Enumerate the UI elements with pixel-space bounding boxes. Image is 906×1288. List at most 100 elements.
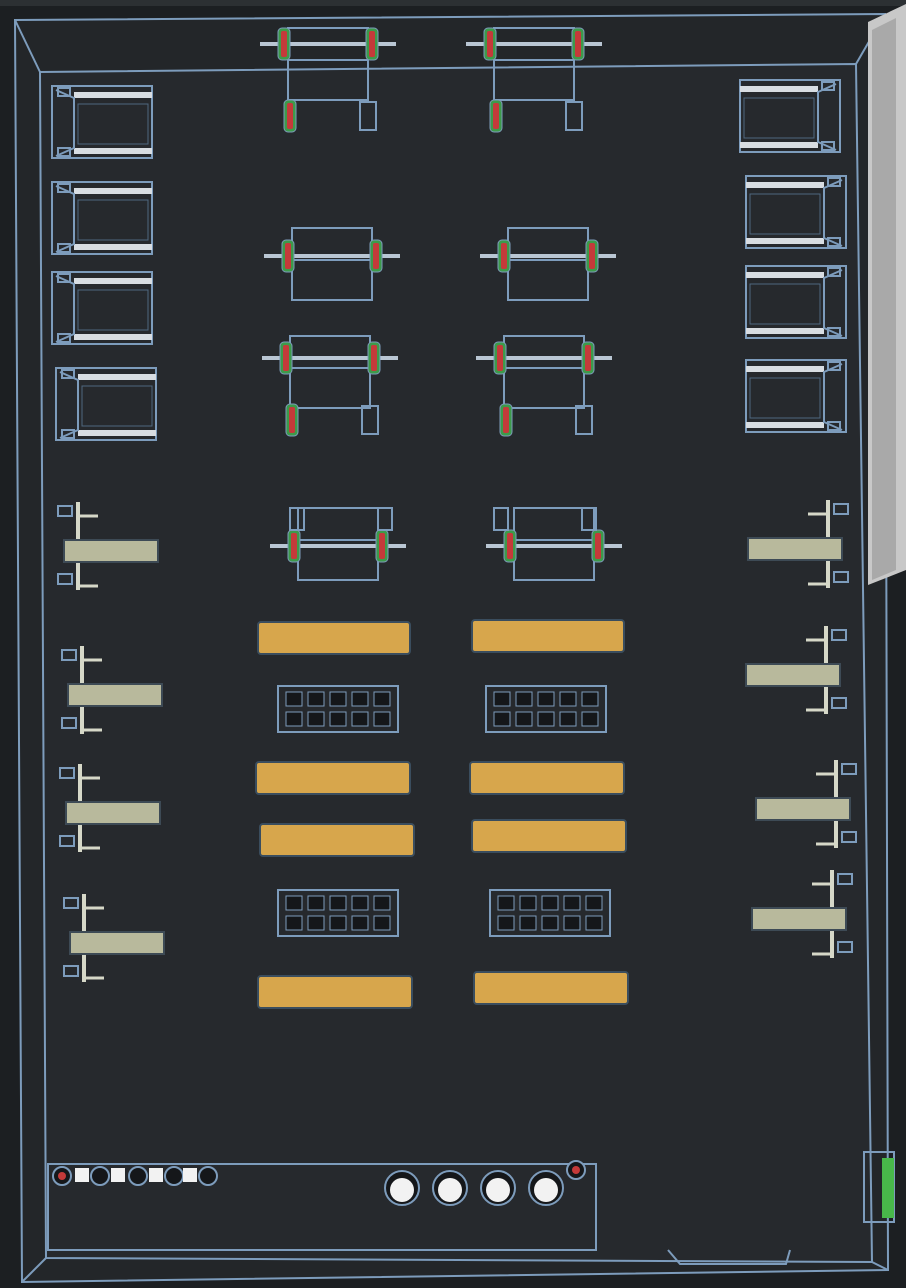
bench-right <box>755 760 857 848</box>
cardio-handle-top <box>827 361 841 371</box>
storage-counter <box>47 1163 597 1251</box>
cardio-handle-bottom <box>61 429 75 439</box>
bench-hook-top <box>841 763 857 775</box>
weight-plate-inner <box>287 103 293 129</box>
cardio-belt <box>77 103 149 145</box>
cardio-console <box>817 83 837 151</box>
cardio-belt <box>81 385 153 427</box>
weight-plate-inner <box>379 533 385 559</box>
dumbbell <box>497 895 515 911</box>
plate-holder <box>565 101 583 131</box>
medicine-ball <box>534 1178 558 1202</box>
weight-plate-inner <box>289 407 295 433</box>
plate-holder <box>575 405 593 435</box>
dumbbell <box>351 711 369 727</box>
cardio-console <box>55 185 75 253</box>
cardio-console <box>55 275 75 343</box>
dumbbell <box>351 895 369 911</box>
bench-hook-bottom <box>63 965 79 977</box>
plate-holder <box>361 405 379 435</box>
rack-frame <box>493 27 575 101</box>
top-edge <box>0 0 906 6</box>
bench-left <box>57 502 159 590</box>
dumbbell <box>493 691 511 707</box>
dumbbell <box>373 895 391 911</box>
cardio-belt <box>749 283 821 325</box>
weight-plate-inner <box>589 243 595 269</box>
dumbbell-rack-frame <box>277 685 399 733</box>
cardio-rail-top <box>74 278 152 284</box>
cardio-belt <box>749 193 821 235</box>
cardio-machine-right <box>745 175 847 249</box>
cardio-handle-top <box>821 81 835 91</box>
dumbbell <box>519 895 537 911</box>
bench-pad <box>751 907 847 931</box>
cardio-handle-bottom <box>827 421 841 431</box>
cardio-rail-bottom <box>78 430 156 436</box>
plate-tree <box>128 1166 148 1186</box>
cardio-handle-top <box>827 267 841 277</box>
plate-holder <box>377 507 393 531</box>
storage-box <box>75 1168 89 1182</box>
cardio-handle-bottom <box>57 333 71 343</box>
dumbbell <box>373 711 391 727</box>
cardio-rail-bottom <box>746 238 824 244</box>
weight-plate-inner <box>503 407 509 433</box>
dumbbell-rack-frame <box>489 889 611 937</box>
bench-pad <box>745 663 841 687</box>
dumbbell <box>285 691 303 707</box>
squat-rack <box>262 335 398 437</box>
floor-mat <box>257 975 413 1009</box>
bench-hook-top <box>837 873 853 885</box>
squat-rack <box>486 507 622 581</box>
bench-pad <box>747 537 843 561</box>
wall-corner-br <box>871 1261 889 1271</box>
bench-left <box>63 894 165 982</box>
dumbbell-rack <box>485 685 607 733</box>
bench-left <box>59 764 161 852</box>
bench-hook-bottom <box>59 835 75 847</box>
weight-plate-inner <box>369 31 375 57</box>
cardio-belt <box>743 97 815 139</box>
cardio-rail-bottom <box>74 148 152 154</box>
plate-holder <box>581 507 597 531</box>
medicine-ball <box>486 1178 510 1202</box>
cardio-console <box>59 371 79 439</box>
storage-box <box>149 1168 163 1182</box>
cardio-machine-right <box>739 79 841 153</box>
dumbbell <box>329 895 347 911</box>
cardio-rail-top <box>746 182 824 188</box>
bench-right <box>745 626 847 714</box>
plate-holder <box>493 507 509 531</box>
dumbbell <box>493 711 511 727</box>
cardio-console <box>823 363 843 431</box>
bench-hook-bottom <box>57 573 73 585</box>
dumbbell-rack <box>277 685 399 733</box>
bench-hook-bottom <box>841 831 857 843</box>
cardio-belt <box>77 199 149 241</box>
cardio-rail-top <box>746 272 824 278</box>
weight-plate-inner <box>283 345 289 371</box>
squat-rack <box>270 507 406 581</box>
squat-rack <box>480 227 616 301</box>
weight-plate-inner <box>373 243 379 269</box>
weight-plate-inner <box>371 345 377 371</box>
cardio-frame <box>55 367 157 441</box>
weight-plate-inner <box>497 345 503 371</box>
weight-plate-inner <box>501 243 507 269</box>
cardio-machine-right <box>745 359 847 433</box>
dumbbell <box>559 711 577 727</box>
dumbbell <box>307 691 325 707</box>
cardio-handle-bottom <box>821 141 835 151</box>
bench-hook-top <box>833 503 849 515</box>
cardio-handle-bottom <box>57 147 71 157</box>
weight-plate-inner <box>507 533 513 559</box>
floor-mat <box>471 819 627 853</box>
plate-holder <box>289 507 305 531</box>
window-panel-inner <box>872 18 896 580</box>
cardio-rail-bottom <box>74 244 152 250</box>
medicine-ball <box>390 1178 414 1202</box>
wall-corner-tl <box>14 19 41 73</box>
cardio-frame <box>51 271 153 345</box>
